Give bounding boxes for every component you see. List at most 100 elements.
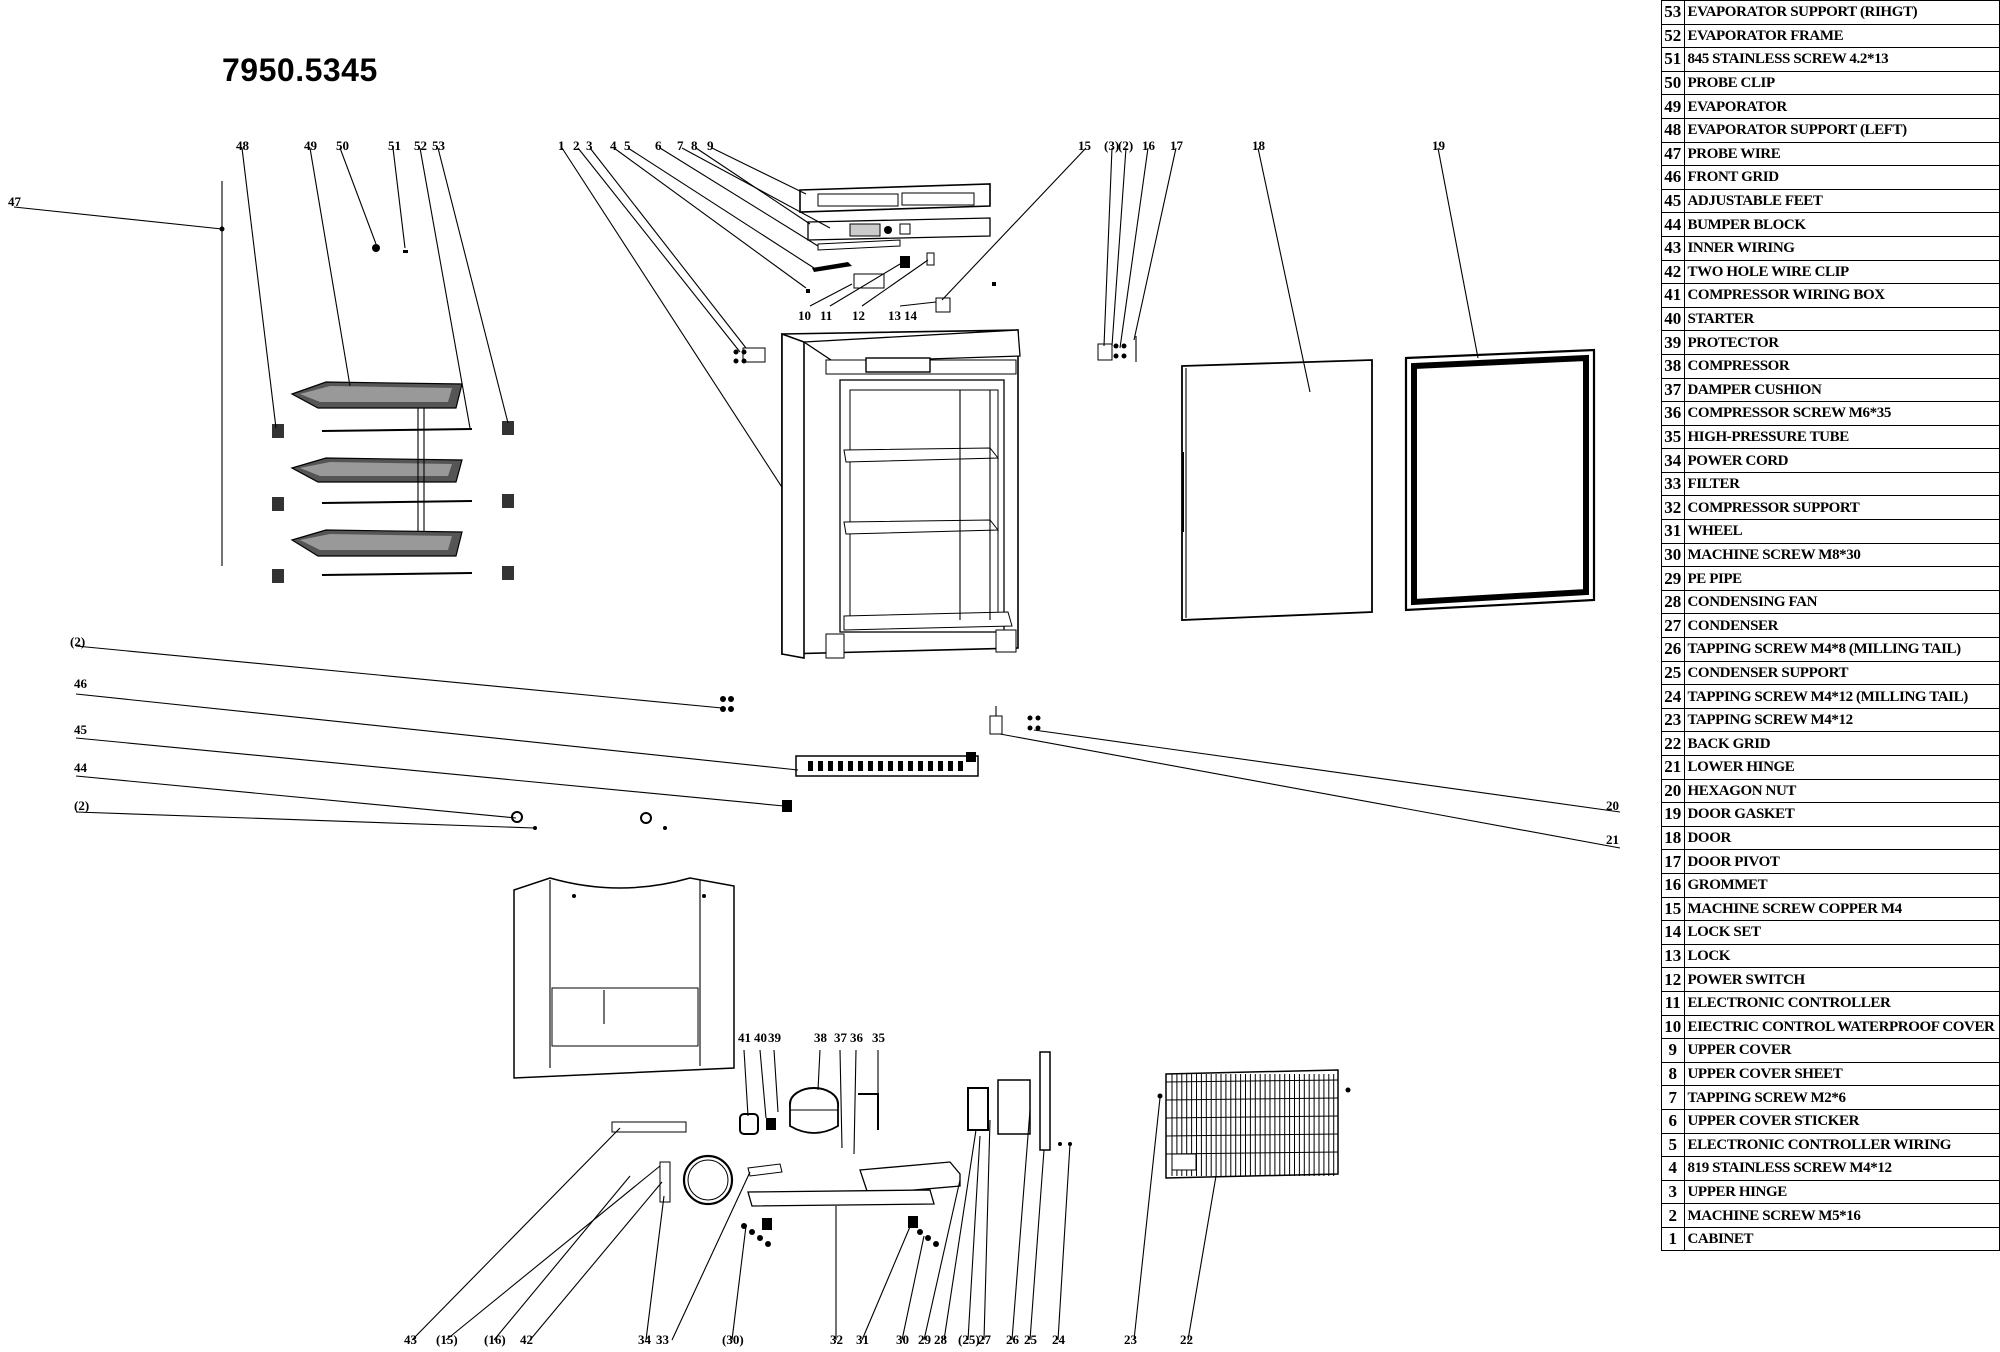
callout-31: 31: [856, 1332, 869, 1347]
callout-29: 29: [918, 1332, 932, 1347]
part-number: 6: [1661, 1108, 1685, 1134]
part-name: COMPRESSOR SUPPORT: [1683, 495, 2000, 521]
callout-16-paren: (16): [484, 1332, 506, 1347]
part-number: 52: [1661, 23, 1685, 49]
door-pivot: [1097, 343, 1113, 361]
upper-cover-sheet: [807, 217, 991, 241]
part-number: 48: [1661, 117, 1685, 143]
callout-12: 12: [852, 308, 865, 323]
callout-18: 18: [1252, 138, 1266, 153]
evaporator-shelf-middle: [290, 457, 463, 483]
adjustable-feet: [782, 800, 792, 812]
part-number: 7: [1661, 1085, 1685, 1110]
part-name: ELECTRONIC CONTROLLER: [1683, 990, 2000, 1016]
stainless-screw: [403, 250, 408, 253]
part-number: 35: [1661, 424, 1685, 450]
part-name: TAPPING SCREW M4*12: [1683, 707, 2000, 733]
part-name: ADJUSTABLE FEET: [1683, 188, 2000, 214]
part-number: 13: [1661, 943, 1685, 969]
callout-labels: 48 49 50 51 52 53 47 1 2 3 4 5 6 7 8 9 1…: [8, 138, 1619, 1347]
callout-19: 19: [1432, 138, 1446, 153]
evaporator-frame-rail: [321, 572, 473, 576]
part-number: 4: [1661, 1156, 1685, 1181]
evaporator-support-left: [272, 569, 284, 583]
callout-47: 47: [8, 194, 22, 209]
upper-hinge: [742, 347, 766, 363]
callout-3-paren: (3): [1104, 138, 1119, 153]
part-number: 25: [1661, 660, 1685, 686]
part-name: EVAPORATOR SUPPORT (LEFT): [1683, 117, 2000, 143]
callout-48: 48: [236, 138, 250, 153]
part-name: MACHINE SCREW M8*30: [1683, 542, 2000, 568]
inner-wiring: [611, 1121, 687, 1133]
callout-40: 40: [754, 1030, 767, 1045]
part-name: PROBE CLIP: [1683, 70, 2000, 96]
part-name: MACHINE SCREW COPPER M4: [1683, 896, 2000, 922]
compressor-wiring-box: [739, 1113, 759, 1135]
evaporator-shelf-top: [290, 381, 463, 409]
tapping-screw: [806, 289, 810, 293]
callout-45: 45: [74, 722, 88, 737]
wheel: [762, 1218, 772, 1230]
evaporator-shelf-bottom: [290, 529, 463, 557]
door: [1181, 147, 1373, 621]
part-number: 2: [1661, 1203, 1685, 1228]
part-number: 33: [1661, 471, 1685, 497]
callout-20: 20: [1606, 798, 1619, 813]
evaporator-support-right: [502, 566, 514, 580]
part-number: 17: [1661, 849, 1685, 874]
callout-36: 36: [850, 1030, 864, 1045]
cabinet: [781, 329, 1021, 659]
callout-49: 49: [304, 138, 318, 153]
part-number: 53: [1661, 0, 1685, 25]
callout-35: 35: [872, 1030, 886, 1045]
evaporator-frame-rail: [321, 500, 473, 504]
callout-30: 30: [896, 1332, 909, 1347]
part-name: GROMMET: [1683, 872, 2000, 898]
callout-30-paren: (30): [722, 1332, 744, 1347]
callout-15-paren: (15): [436, 1332, 458, 1347]
callout-28: 28: [934, 1332, 948, 1347]
door-hardware: [1097, 147, 1177, 362]
lock: [926, 252, 935, 266]
back-grid: [1133, 1069, 1351, 1341]
part-name: EIECTRIC CONTROL WATERPROOF COVER: [1683, 1014, 2000, 1040]
callout-24: 24: [1052, 1332, 1066, 1347]
copper-screw: [992, 282, 996, 286]
lower-hinge: [989, 715, 1003, 735]
exploded-view-drawing: 48 49 50 51 52 53 47 1 2 3 4 5 6 7 8 9 1…: [8, 138, 1621, 1347]
callout-52: 52: [414, 138, 427, 153]
part-name: 845 STAINLESS SCREW 4.2*13: [1683, 47, 2000, 72]
part-name: TAPPING SCREW M4*12 (MILLING TAIL): [1683, 684, 2000, 709]
part-name: FRONT GRID: [1683, 165, 2000, 190]
callout-34: 34: [638, 1332, 652, 1347]
callout-39: 39: [768, 1030, 782, 1045]
controller-wiring: [812, 262, 852, 272]
part-number: 1: [1661, 1226, 1685, 1252]
part-name: UPPER COVER SHEET: [1683, 1061, 2000, 1087]
part-name: LOCK SET: [1683, 920, 2000, 945]
part-number: 45: [1661, 188, 1685, 214]
part-number: 36: [1661, 401, 1685, 426]
callout-7: 7: [677, 138, 684, 153]
